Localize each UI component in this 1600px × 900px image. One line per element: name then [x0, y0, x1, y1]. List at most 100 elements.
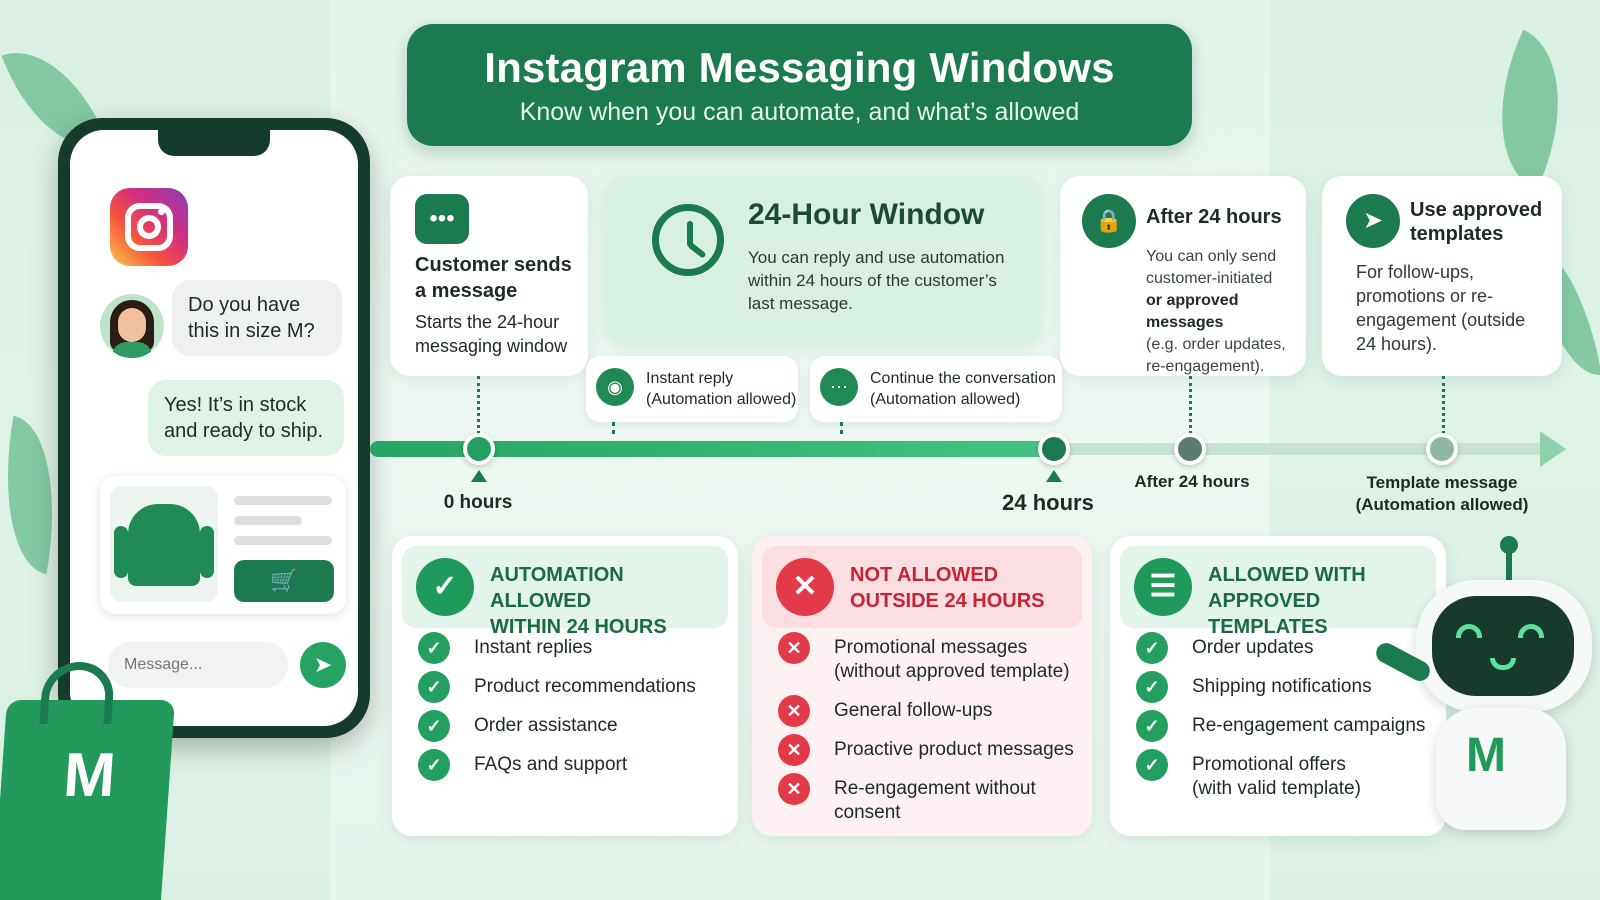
list-item: ✓Shipping notifications [1136, 671, 1436, 703]
page-title: Instagram Messaging Windows [484, 44, 1115, 91]
product-text-placeholder [234, 536, 332, 545]
timeline-label-template: Template message(Automation allowed) [1355, 473, 1529, 514]
phone-mockup: Do you have this in size M? Yes! It’s in… [58, 118, 370, 738]
incoming-message-bubble: Do you have this in size M? [172, 280, 342, 356]
templates-list: ✓Order updates ✓Shipping notifications ✓… [1136, 632, 1436, 816]
step-desc: Starts the 24-hour messaging window [415, 312, 568, 356]
cart-icon: 🛒 [270, 568, 298, 593]
x-icon: ✕ [778, 734, 810, 766]
step-desc: You can reply and use automation within … [748, 248, 1005, 313]
timeline-connector [1442, 376, 1445, 434]
add-to-cart-button[interactable]: 🛒 [234, 560, 334, 602]
check-icon: ✓ [1136, 710, 1168, 742]
list-item: ✓Order updates [1136, 632, 1436, 664]
chat-bubble-icon: ••• [415, 194, 469, 244]
phone-notch [158, 130, 270, 156]
shopping-bag-icon: M [0, 662, 175, 900]
timeline-node-template [1426, 433, 1458, 465]
check-icon: ✓ [1136, 632, 1168, 664]
timeline-connector [477, 376, 480, 434]
step-title: Customer sends a message [415, 254, 572, 302]
list-item: ✕Promotional messages(without approved t… [778, 632, 1082, 684]
mini-sublabel: (Automation allowed) [646, 391, 797, 408]
timeline-marker [1046, 470, 1062, 482]
timeline-label-after: After 24 hours [1134, 472, 1250, 491]
list-item: ✕Re-engagement without consent [778, 773, 1082, 825]
mini-card-continue-conversation: ⋯ Continue the conversation (Automation a… [810, 356, 1062, 422]
list-item: ✕Proactive product messages [778, 734, 1082, 766]
product-image [110, 486, 218, 602]
bag-brand-letter: M [61, 741, 118, 810]
timeline-connector [612, 422, 615, 434]
x-mark-icon: ✕ [776, 558, 834, 616]
checkmark-icon: ✓ [416, 558, 474, 616]
product-text-placeholder [234, 496, 332, 505]
customer-avatar [100, 294, 164, 358]
mini-sublabel: (Automation allowed) [870, 391, 1021, 408]
robot-icon: ◉ [596, 368, 634, 406]
step-use-approved-templates: ➤ Use approved templates For follow-ups,… [1322, 176, 1562, 376]
clock-icon [652, 204, 724, 276]
list-item: ✓Re-engagement campaigns [1136, 710, 1436, 742]
list-item: ✓Promotional offers(with valid template) [1136, 749, 1436, 801]
check-icon: ✓ [1136, 671, 1168, 703]
list-item: ✓Order assistance [418, 710, 728, 742]
instagram-logo-icon [110, 188, 188, 266]
send-icon: ➤ [1346, 194, 1400, 248]
arrow-right-icon [1540, 431, 1566, 467]
timeline-label-24h: 24 hours [1002, 490, 1094, 515]
message-input[interactable] [108, 642, 288, 688]
timeline-connector [840, 422, 843, 434]
timeline-label-0h: 0 hours [443, 492, 513, 513]
timeline-marker [471, 470, 487, 482]
document-icon: ☰ [1134, 558, 1192, 616]
step-title: After 24 hours [1146, 206, 1282, 228]
step-title: 24-Hour Window [748, 198, 985, 231]
list-item: ✓FAQs and support [418, 749, 728, 781]
check-icon: ✓ [418, 710, 450, 742]
chat-bubble-icon: ⋯ [820, 368, 858, 406]
timeline-24h-segment [370, 441, 1056, 457]
product-card[interactable]: 🛒 [100, 476, 346, 614]
phone-screen: Do you have this in size M? Yes! It’s in… [70, 130, 358, 726]
list-item: ✕General follow-ups [778, 695, 1082, 727]
send-icon: ➤ [313, 652, 333, 677]
step-desc: You can only send customer-initiated or … [1146, 248, 1286, 375]
hoodie-icon [114, 504, 214, 586]
not-allowed-list: ✕Promotional messages(without approved t… [778, 632, 1082, 840]
check-icon: ✓ [418, 632, 450, 664]
list-item: ✓Instant replies [418, 632, 728, 664]
header-banner: Instagram Messaging Windows Know when yo… [407, 24, 1192, 146]
check-icon: ✓ [418, 671, 450, 703]
timeline-node-24h [1038, 433, 1070, 465]
check-icon: ✓ [418, 749, 450, 781]
timeline-node-after [1174, 433, 1206, 465]
step-24-hour-window: 24-Hour Window You can reply and use aut… [604, 176, 1042, 344]
step-customer-sends-message: ••• Customer sends a message Starts the … [390, 176, 588, 376]
send-button[interactable]: ➤ [300, 642, 346, 688]
list-item: ✓Product recommendations [418, 671, 728, 703]
step-after-24-hours: 🔒 After 24 hours You can only send custo… [1060, 176, 1306, 376]
timeline-connector [1189, 376, 1192, 434]
lock-icon: 🔒 [1082, 194, 1136, 248]
check-icon: ✓ [1136, 749, 1168, 781]
timeline-node-0h [463, 433, 495, 465]
mini-label: Instant reply [646, 370, 734, 387]
x-icon: ✕ [778, 632, 810, 664]
robot-mascot-icon: M [1372, 536, 1592, 860]
x-icon: ✕ [778, 695, 810, 727]
product-text-placeholder [234, 516, 302, 525]
page-subtitle: Know when you can automate, and what’s a… [519, 98, 1080, 126]
reply-message-bubble: Yes! It’s in stock and ready to ship. [148, 380, 344, 456]
step-desc: For follow-ups, promotions or re-engagem… [1356, 262, 1526, 354]
step-title: Use approved templates [1410, 199, 1543, 245]
mini-label: Continue the conversation [870, 370, 1056, 387]
allowed-list: ✓Instant replies ✓Product recommendation… [418, 632, 728, 792]
